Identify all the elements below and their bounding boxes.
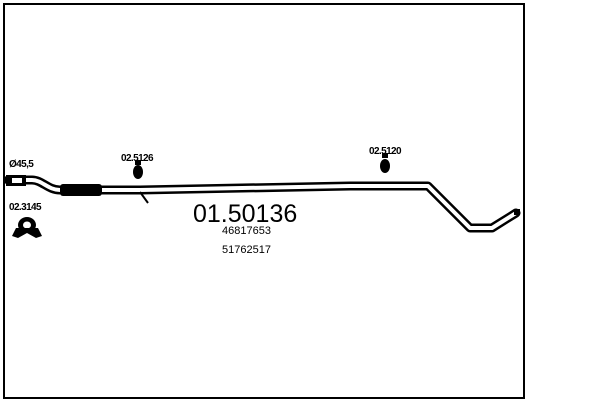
hanger-rear-component: 02.5120 [369, 146, 403, 173]
drawing-frame [3, 3, 525, 399]
gasket-component: 02.3145 [9, 202, 43, 238]
hanger-front-component: 02.5126 [121, 153, 155, 179]
exhaust-pipe [3, 175, 521, 233]
hanger-front-code: 02.5126 [121, 153, 154, 164]
part-number: 01.50136 [193, 200, 297, 228]
inlet-end [6, 175, 26, 186]
oem-number-1: 46817653 [222, 225, 271, 237]
rubber-hanger-icon [380, 153, 390, 173]
bracket-tick [139, 191, 149, 204]
rubber-hanger-icon [133, 160, 143, 179]
pipe-diameter-label: Ø45,5 [9, 159, 34, 170]
hanger-rear-code: 02.5120 [369, 146, 402, 157]
gasket-code: 02.3145 [9, 202, 42, 213]
oem-number-2: 51762517 [222, 244, 271, 256]
resonator [60, 184, 102, 196]
outlet-end [514, 209, 520, 215]
gasket-icon [12, 217, 42, 238]
